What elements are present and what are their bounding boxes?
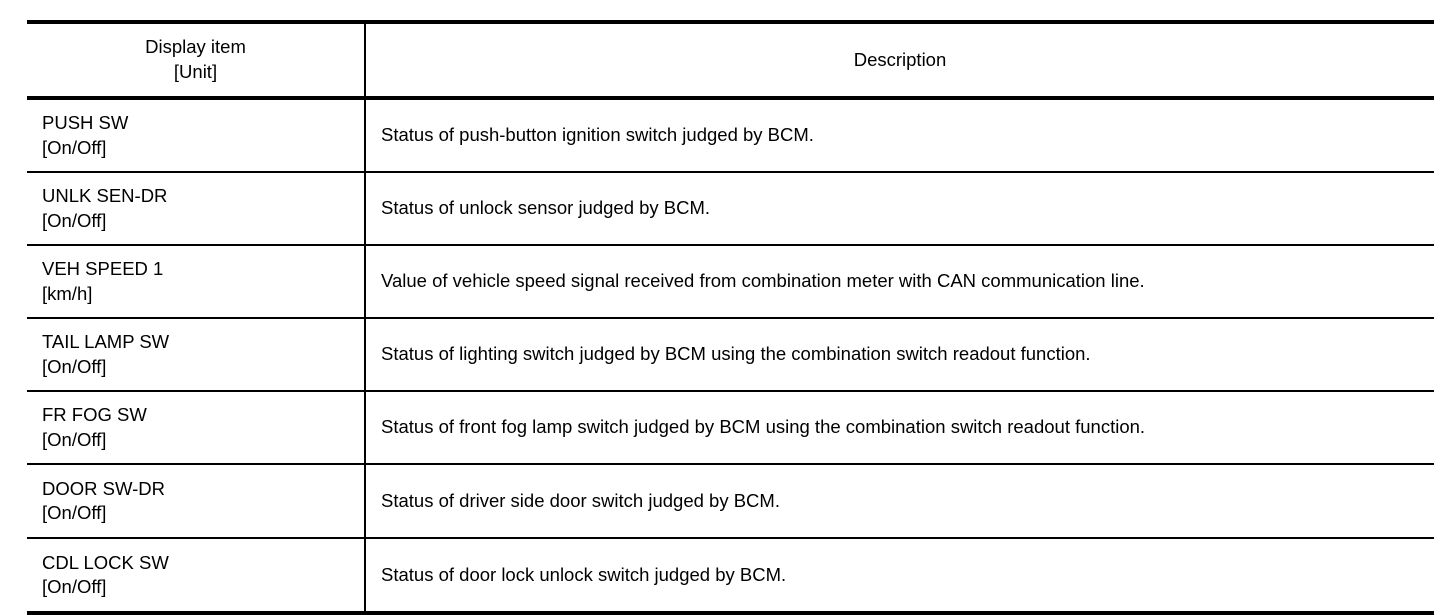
display-item-name: TAIL LAMP SW bbox=[42, 331, 170, 353]
column-header-display-item-line1: Display item bbox=[145, 36, 246, 58]
cell-description: Status of front fog lamp switch judged b… bbox=[381, 416, 1146, 438]
spec-table-container: Display item [Unit] Description PUSH SW … bbox=[27, 20, 1434, 615]
display-item-unit: [On/Off] bbox=[42, 209, 107, 231]
table-row: PUSH SW [On/Off] Status of push-button i… bbox=[27, 98, 1434, 172]
display-item-unit: [On/Off] bbox=[42, 428, 107, 450]
cell-description: Status of push-button ignition switch ju… bbox=[381, 124, 814, 146]
table-row: DOOR SW-DR [On/Off] Status of driver sid… bbox=[27, 464, 1434, 538]
display-item-name: CDL LOCK SW bbox=[42, 551, 169, 573]
column-header-description: Description bbox=[365, 22, 1434, 100]
display-item-name: VEH SPEED 1 bbox=[42, 258, 164, 280]
table-row: UNLK SEN-DR [On/Off] Status of unlock se… bbox=[27, 172, 1434, 245]
header-row: Display item [Unit] Description bbox=[27, 22, 1434, 100]
cell-display-item: DOOR SW-DR [On/Off] bbox=[27, 464, 366, 538]
display-item-name: UNLK SEN-DR bbox=[42, 185, 168, 207]
column-header-display-item-line2: [Unit] bbox=[173, 61, 218, 82]
cell-display-item: VEH SPEED 1 [km/h] bbox=[27, 245, 366, 318]
display-item-name: FR FOG SW bbox=[42, 404, 147, 426]
cell-display-item: UNLK SEN-DR [On/Off] bbox=[27, 172, 366, 245]
display-item-unit: [km/h] bbox=[42, 282, 93, 304]
display-item-name: DOOR SW-DR bbox=[42, 477, 165, 499]
cell-description: Status of lighting switch judged by BCM … bbox=[381, 343, 1091, 365]
display-item-unit: [On/Off] bbox=[42, 136, 107, 158]
cell-description: Value of vehicle speed signal received f… bbox=[381, 270, 1145, 292]
table-body: PUSH SW [On/Off] Status of push-button i… bbox=[27, 98, 1434, 613]
cell-description: Status of driver side door switch judged… bbox=[381, 489, 780, 511]
table-row: FR FOG SW [On/Off] Status of front fog l… bbox=[27, 391, 1434, 464]
display-item-unit: [On/Off] bbox=[42, 502, 107, 523]
table-row: TAIL LAMP SW [On/Off] Status of lighting… bbox=[27, 318, 1434, 391]
table-header: Display item [Unit] Description bbox=[27, 22, 1434, 100]
table-row: CDL LOCK SW [On/Off] Status of door lock… bbox=[27, 538, 1434, 613]
cell-display-item: PUSH SW [On/Off] bbox=[27, 98, 366, 172]
cell-display-item: FR FOG SW [On/Off] bbox=[27, 391, 366, 464]
display-item-description-table: Display item [Unit] Description PUSH SW … bbox=[27, 20, 1434, 615]
cell-display-item: CDL LOCK SW [On/Off] bbox=[27, 538, 366, 613]
cell-display-item: TAIL LAMP SW [On/Off] bbox=[27, 318, 366, 391]
column-header-display-item: Display item [Unit] bbox=[27, 22, 366, 100]
display-item-unit: [On/Off] bbox=[42, 576, 107, 597]
table-row: VEH SPEED 1 [km/h] Value of vehicle spee… bbox=[27, 245, 1434, 318]
cell-description: Status of door lock unlock switch judged… bbox=[381, 563, 787, 585]
cell-description: Status of unlock sensor judged by BCM. bbox=[381, 197, 711, 219]
display-item-name: PUSH SW bbox=[42, 112, 129, 134]
display-item-unit: [On/Off] bbox=[42, 355, 107, 377]
